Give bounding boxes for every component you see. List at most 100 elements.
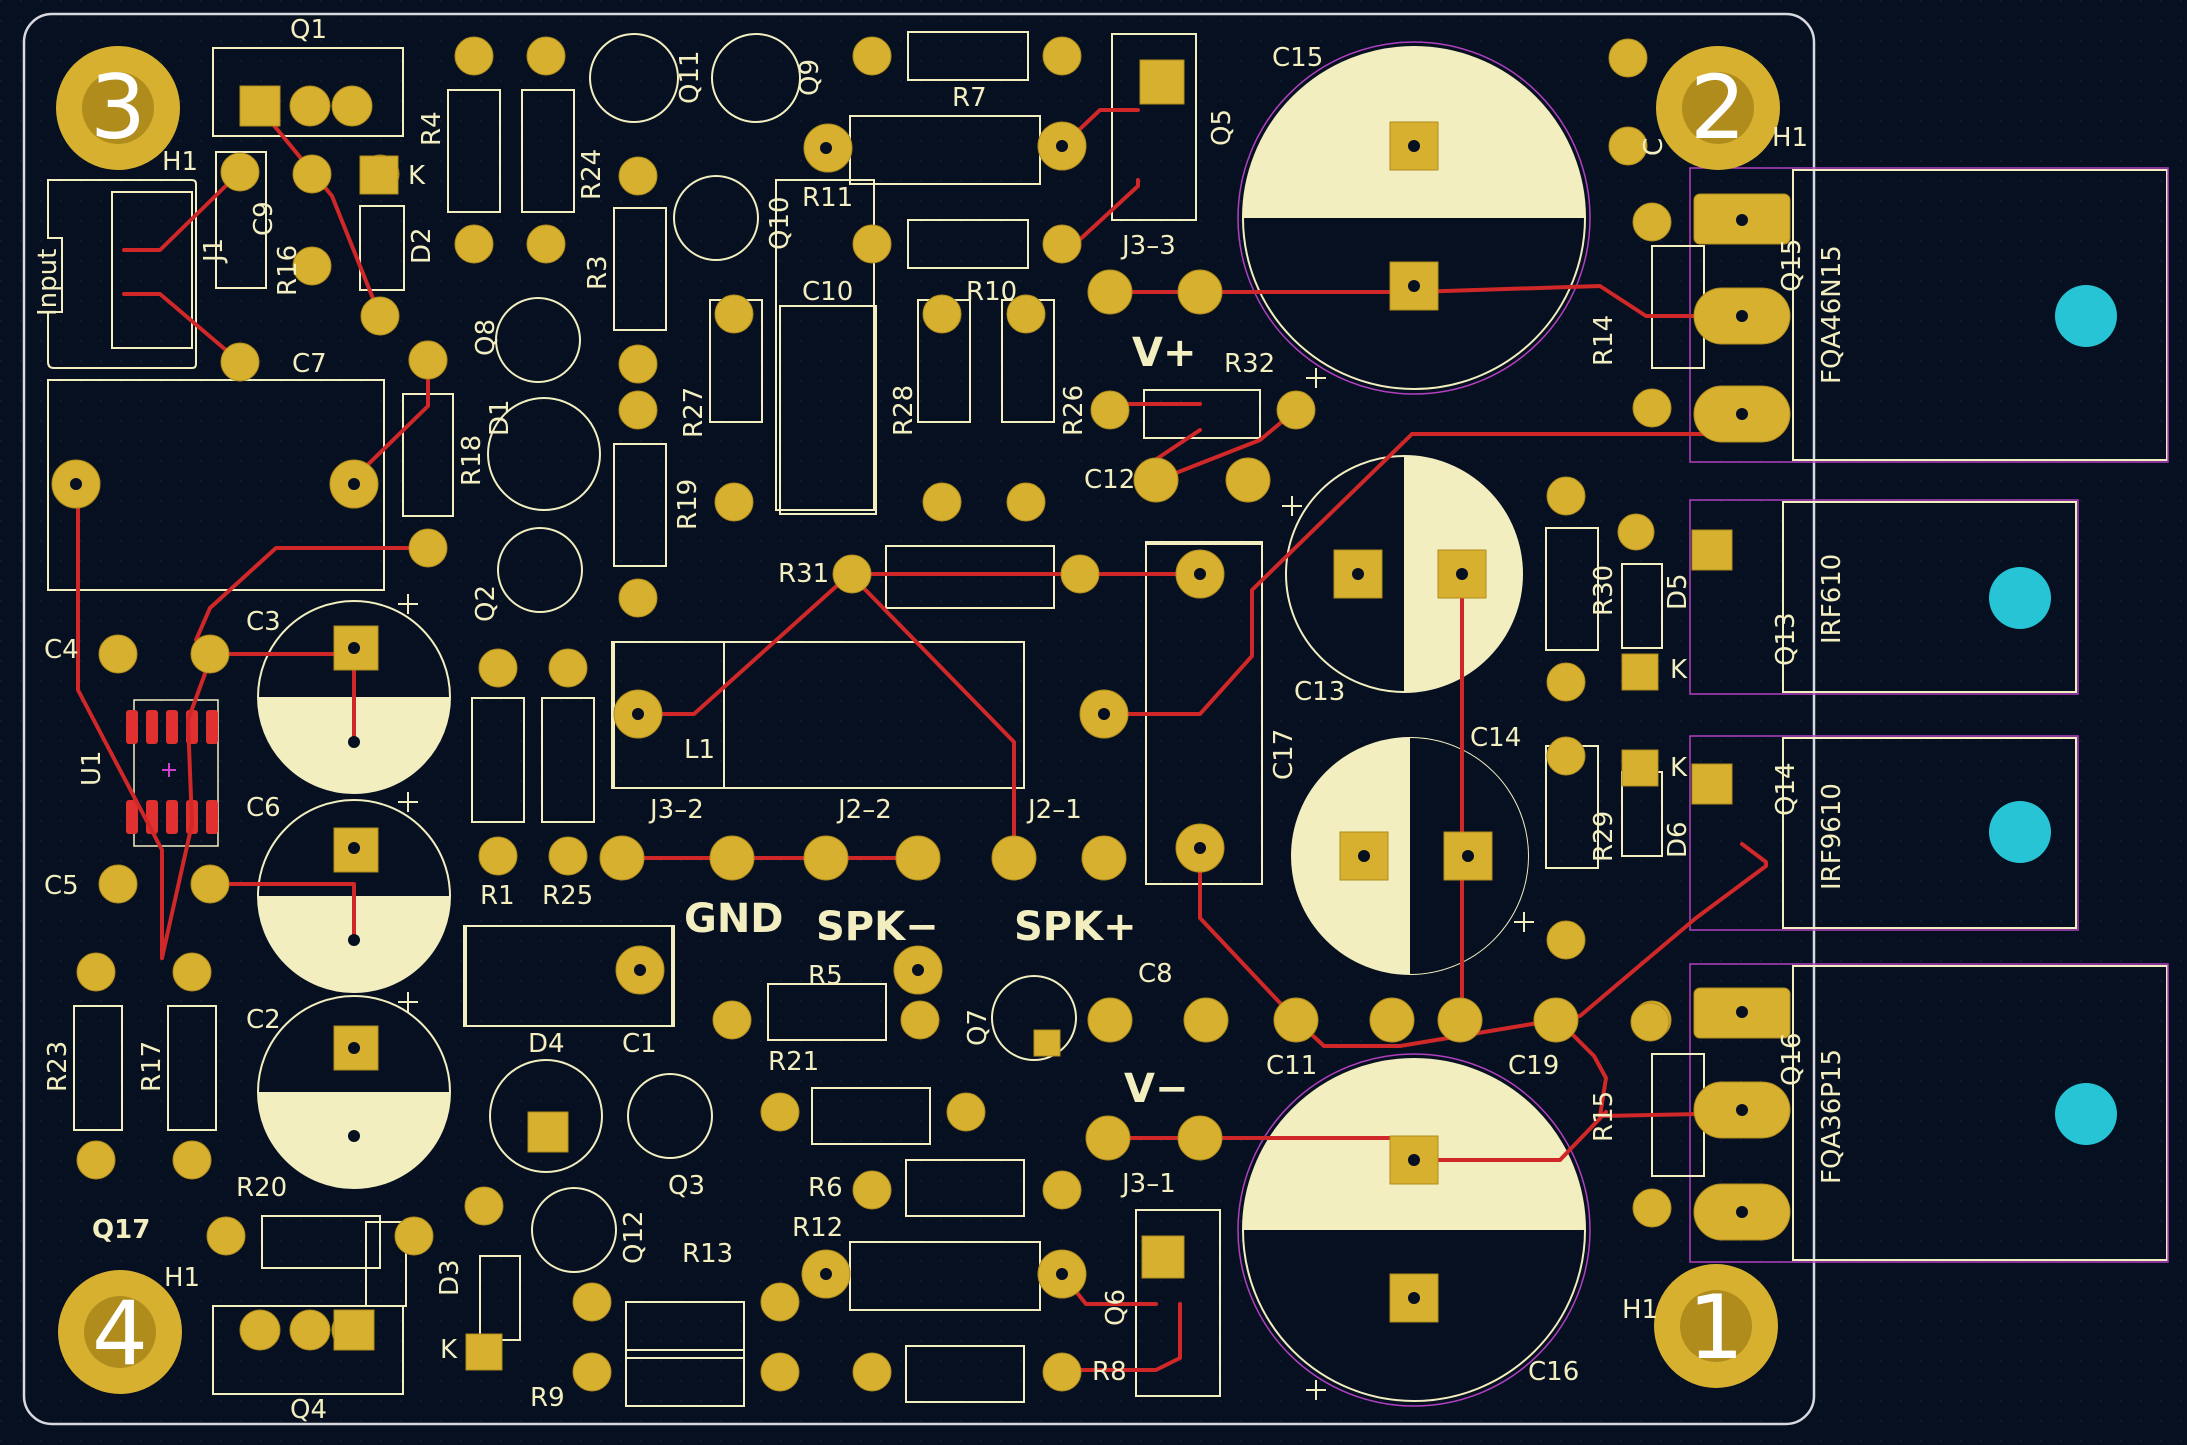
label-D6: D6 <box>1663 821 1693 858</box>
label-Q9: Q9 <box>795 59 825 96</box>
label-U1: U1 <box>77 750 107 786</box>
mount-hole-1: 1 <box>1654 1264 1778 1388</box>
label-R7: R7 <box>952 83 987 113</box>
label-C11: C11 <box>1266 1051 1317 1081</box>
label-C5: C5 <box>44 871 79 901</box>
net-spk-plus: SPK+ <box>1014 904 1137 950</box>
label-R27: R27 <box>679 387 709 438</box>
label-R28: R28 <box>889 385 919 436</box>
label-R17: R17 <box>137 1041 167 1092</box>
label-C17: C17 <box>1269 729 1299 780</box>
label-D6-K: K <box>1670 753 1688 783</box>
label-R4: R4 <box>417 111 447 146</box>
label-R10: R10 <box>966 277 1017 307</box>
label-R5: R5 <box>808 961 843 991</box>
label-R14: R14 <box>1589 315 1619 366</box>
net-vplus: V+ <box>1132 330 1196 376</box>
label-R30: R30 <box>1589 565 1619 616</box>
mount-hole-4: 4 <box>58 1270 182 1394</box>
label-D2-K: K <box>408 161 426 191</box>
label-J3-3: J3–3 <box>1120 231 1176 261</box>
net-spk-minus: SPK− <box>816 904 939 950</box>
label-R24: R24 <box>577 149 607 200</box>
label-C19: C19 <box>1508 1051 1559 1081</box>
label-h1-a: H1 <box>162 147 198 177</box>
cap-C15[interactable] <box>1237 41 1591 395</box>
label-D1: D1 <box>485 399 515 436</box>
label-C7: C7 <box>292 349 327 379</box>
cap-C14[interactable] <box>1291 737 1529 975</box>
mount-hole-2-number: 2 <box>1690 56 1746 159</box>
label-R8: R8 <box>1092 1357 1127 1387</box>
label-C-top: C <box>1639 138 1669 156</box>
label-C15: C15 <box>1272 43 1323 73</box>
label-Q10: Q10 <box>765 196 795 250</box>
label-h1-c: H1 <box>164 1263 200 1293</box>
label-C13: C13 <box>1294 677 1345 707</box>
label-J3-1: J3–1 <box>1120 1169 1176 1199</box>
label-R12: R12 <box>792 1213 843 1243</box>
label-Input: Input <box>33 249 63 316</box>
label-R1: R1 <box>480 881 515 911</box>
label-J3-2: J3–2 <box>648 795 704 825</box>
label-R25: R25 <box>542 881 593 911</box>
label-R26: R26 <box>1059 385 1089 436</box>
label-C6: C6 <box>246 793 281 823</box>
input-connector[interactable] <box>47 179 197 369</box>
label-C9: C9 <box>249 201 279 236</box>
label-h1-b: H1 <box>1772 123 1808 153</box>
polarity-marks <box>398 368 1534 1400</box>
label-Q8: Q8 <box>471 319 501 356</box>
label-Q12: Q12 <box>619 1210 649 1264</box>
label-C14: C14 <box>1470 723 1521 753</box>
cap-C13[interactable] <box>1285 455 1523 693</box>
label-C4: C4 <box>44 635 79 665</box>
drills <box>70 140 1748 1304</box>
label-R13: R13 <box>682 1239 733 1269</box>
mount-hole-3: 3 <box>56 46 180 170</box>
label-D5-K: K <box>1670 655 1688 685</box>
label-J1: J1 <box>199 238 229 264</box>
label-IRF610: IRF610 <box>1817 554 1847 644</box>
label-C16: C16 <box>1528 1357 1579 1387</box>
label-R29: R29 <box>1589 811 1619 862</box>
label-Q4: Q4 <box>290 1395 327 1425</box>
label-Q17: Q17 <box>92 1215 150 1245</box>
label-C8: C8 <box>1138 959 1173 989</box>
board-outline <box>22 12 1816 1426</box>
net-gnd: GND <box>684 896 784 942</box>
label-Q3: Q3 <box>668 1171 705 1201</box>
label-C10: C10 <box>802 277 853 307</box>
label-D3-K: K <box>440 1335 458 1365</box>
label-Q6: Q6 <box>1101 1289 1131 1326</box>
label-R16: R16 <box>273 245 303 296</box>
mount-hole-2: 2 <box>1656 46 1780 170</box>
label-Q15: Q15 <box>1777 238 1807 292</box>
pads-round <box>51 36 1672 1392</box>
label-C3: C3 <box>246 607 281 637</box>
label-h1-d: H1 <box>1622 1295 1658 1325</box>
label-R11: R11 <box>802 183 853 213</box>
label-R20: R20 <box>236 1173 287 1203</box>
label-IRF9610: IRF9610 <box>1817 783 1847 890</box>
label-R19: R19 <box>673 479 703 530</box>
label-FQA36P15: FQA36P15 <box>1817 1049 1847 1184</box>
heatsinks <box>1782 169 2168 1261</box>
label-Q16: Q16 <box>1777 1032 1807 1086</box>
label-C1: C1 <box>622 1029 657 1059</box>
label-R21: R21 <box>768 1047 819 1077</box>
heatsink-holes <box>1989 285 2117 1145</box>
label-Q5: Q5 <box>1207 109 1237 146</box>
label-C2: C2 <box>246 1005 281 1035</box>
mount-hole-4-number: 4 <box>92 1282 148 1385</box>
label-R15: R15 <box>1589 1091 1619 1142</box>
label-Q14: Q14 <box>1771 762 1801 816</box>
label-D2: D2 <box>407 227 437 264</box>
label-Q7: Q7 <box>963 1009 993 1046</box>
pads-square <box>239 59 1733 1371</box>
label-Q2: Q2 <box>471 585 501 622</box>
label-D3: D3 <box>435 1259 465 1296</box>
label-J2-1: J2–1 <box>1026 795 1082 825</box>
label-Q1: Q1 <box>290 15 327 45</box>
